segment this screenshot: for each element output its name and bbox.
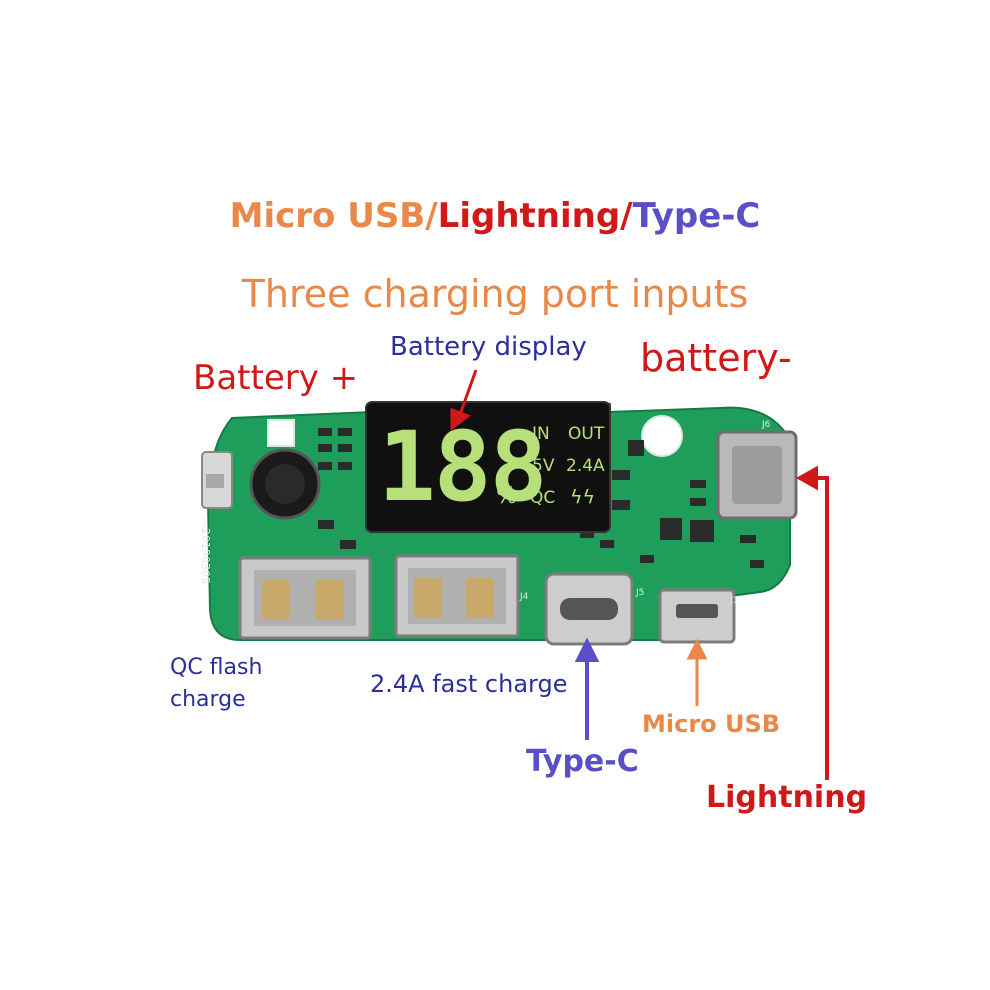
arrow-lightning — [795, 465, 829, 780]
arrow-micro-usb — [686, 638, 708, 706]
inductor-core — [265, 464, 305, 504]
mount-hole-right — [641, 415, 683, 457]
lcd-digits: 188 — [378, 411, 547, 523]
micro-usb-port — [658, 588, 736, 644]
label-micro-usb: Micro USB — [642, 710, 781, 738]
title-type-c: Type-C — [632, 196, 761, 236]
label-qc-flash-line1: QC flash — [170, 655, 263, 680]
lcd-volt: 5V — [532, 456, 555, 476]
lcd-percent: % — [496, 484, 517, 509]
usb-a-port-qc — [238, 556, 372, 640]
mount-pad-left — [267, 419, 295, 447]
title-lightning: Lightning/ — [437, 196, 633, 236]
label-battery-minus: battery- — [640, 336, 792, 380]
title-micro-usb: Micro USB/ — [229, 196, 438, 236]
header-title: Micro USB/Lightning/Type-C — [0, 196, 990, 236]
board-mark-j6: J6 — [762, 420, 771, 430]
board-mark-j4: J4 — [520, 592, 529, 602]
label-qc-flash-line2: charge — [170, 687, 246, 712]
side-switch-knob — [206, 474, 224, 488]
usb-a-port-fast — [394, 554, 520, 638]
lcd-qc: QC — [530, 488, 556, 508]
label-lightning: Lightning — [706, 780, 868, 815]
type-c-port — [544, 572, 634, 646]
smd-components — [318, 428, 764, 568]
lcd-display — [365, 401, 611, 533]
board-mark-j5: J5 — [636, 588, 645, 598]
label-fast-charge: 2.4A fast charge — [370, 670, 568, 698]
label-battery-plus: Battery + — [193, 358, 359, 398]
arrow-type-c — [574, 637, 600, 740]
board-mark-j1: J1 — [730, 596, 739, 606]
label-battery-display: Battery display — [390, 332, 587, 362]
header-subtitle: Three charging port inputs — [241, 272, 749, 316]
lcd-in: IN — [532, 424, 550, 444]
label-type-c: Type-C — [526, 744, 639, 779]
lcd-out: OUT — [568, 424, 605, 444]
board-serial: 20190305 — [199, 528, 212, 584]
lcd-bolt-icon: ϟϟ — [570, 486, 596, 508]
lcd-amp: 2.4A — [566, 456, 605, 476]
label-qc-flash: QC flash charge — [170, 652, 262, 716]
arrow-battery-display — [450, 369, 478, 431]
